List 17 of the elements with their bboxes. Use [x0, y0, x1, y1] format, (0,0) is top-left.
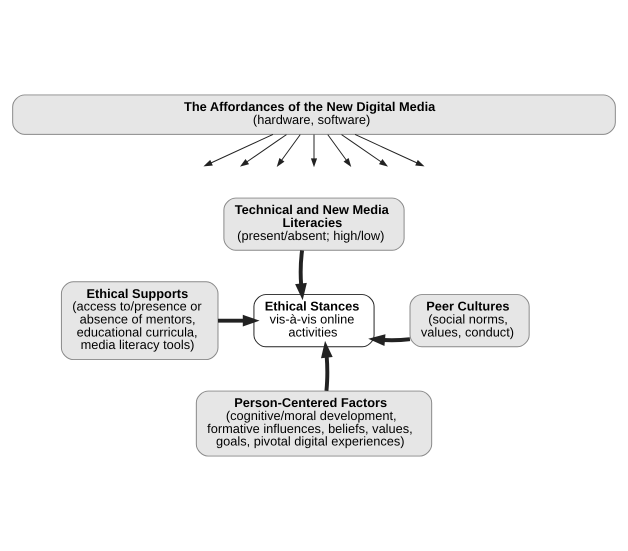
node-box: Person-Centered Factors (cognitive/moral development, formative influences, beliefs, values, goals, pivotal digital experiences): [196, 390, 432, 457]
arrow: [327, 134, 352, 167]
node-box: Ethical Supports (access to/presence or absence of mentors, educational curricula, media literacy tools): [60, 281, 218, 360]
arrow: [276, 134, 301, 167]
arrow: [203, 134, 274, 166]
node-box: Ethical Stances vis-à-vis online activities: [253, 294, 375, 348]
arrow: [341, 134, 388, 167]
node-box: Peer Cultures (social norms, values, conduct): [410, 294, 530, 348]
node-box: Technical and New Media Literacies (present/absent; high/low): [223, 198, 405, 251]
arrow: [295, 250, 307, 300]
arrow: [354, 134, 425, 166]
arrow: [368, 334, 410, 346]
arrow: [321, 340, 333, 391]
arrow: [310, 134, 318, 168]
node-box: The Affordances of the New Digital Media (hardware, software): [12, 94, 616, 135]
arrow: [240, 134, 287, 167]
arrow: [218, 314, 260, 327]
